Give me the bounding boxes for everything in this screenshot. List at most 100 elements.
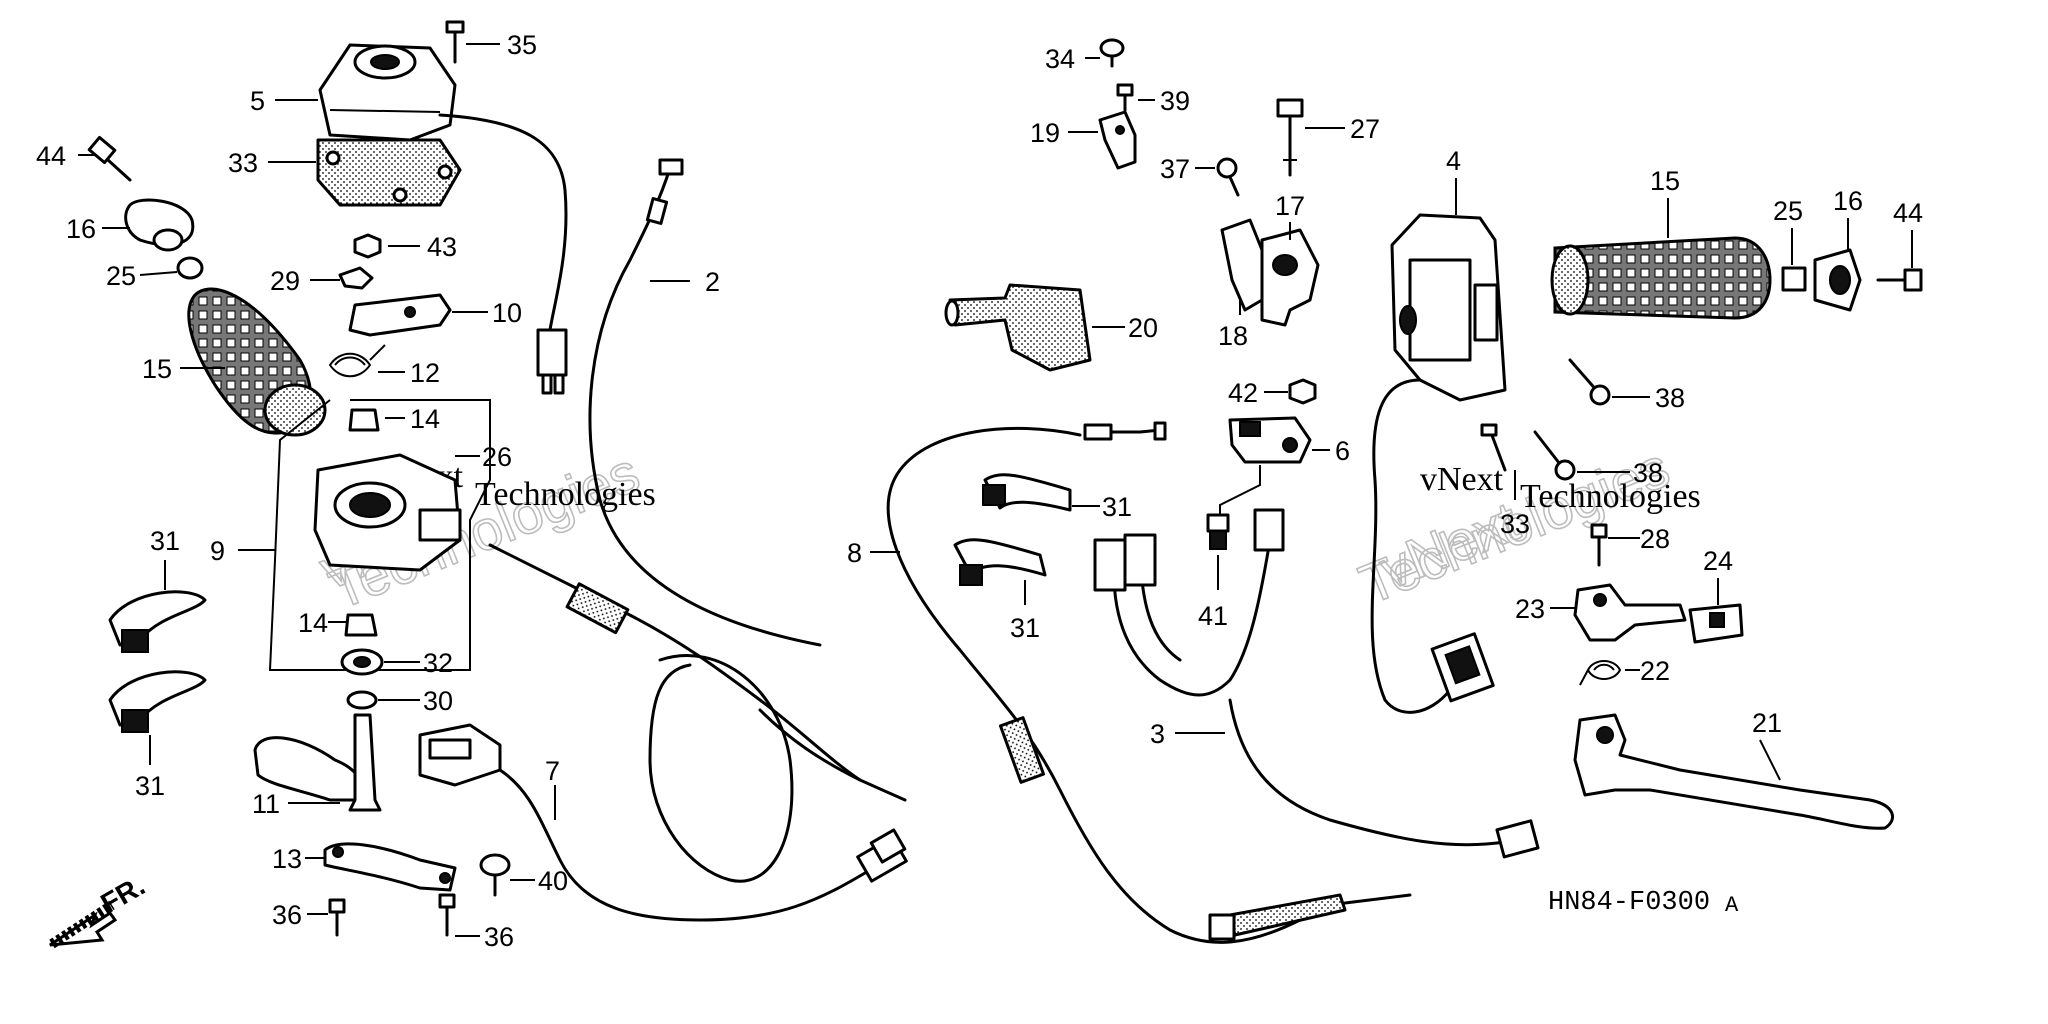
part-2-cable-end[interactable] xyxy=(645,158,684,225)
part-10-plate[interactable] xyxy=(348,293,452,337)
throttle-cable-loop xyxy=(648,654,794,883)
part-12-spring[interactable] xyxy=(328,344,386,378)
part-8-cable[interactable] xyxy=(886,426,1302,944)
label-13: 13 xyxy=(272,844,302,874)
part-29-stopper[interactable] xyxy=(338,266,374,290)
part-44-bolt-left[interactable] xyxy=(87,135,132,182)
part-44-bolt-right[interactable] xyxy=(1876,268,1923,292)
part-8-upper-fitting[interactable] xyxy=(1083,423,1113,441)
part-2-cable[interactable] xyxy=(588,166,822,647)
part-38-screw-a[interactable] xyxy=(1568,358,1611,406)
part-23-parking-lever[interactable] xyxy=(1573,583,1687,642)
part-7-switch[interactable] xyxy=(418,723,502,787)
label-44b: 44 xyxy=(1893,198,1923,228)
part-36-bolt-a[interactable] xyxy=(328,898,346,937)
label-2: 2 xyxy=(705,267,720,297)
part-43-nut[interactable] xyxy=(353,233,382,259)
part-4-switch-housing[interactable] xyxy=(1390,213,1507,402)
part-31-band-left-top[interactable] xyxy=(108,590,207,653)
label-28: 28 xyxy=(1640,524,1670,554)
label-10: 10 xyxy=(492,298,522,328)
fr-label: FR. xyxy=(96,870,151,919)
part-35-screw[interactable] xyxy=(445,20,465,64)
diagram-code-suffix: A xyxy=(1725,893,1739,918)
part-25-collar-left[interactable] xyxy=(176,256,204,280)
part-42-nut[interactable] xyxy=(1288,378,1317,405)
label-36a: 36 xyxy=(272,900,302,930)
part-16-bar-end-left[interactable] xyxy=(124,198,195,252)
part-22-spring[interactable] xyxy=(1579,660,1622,686)
label-17: 17 xyxy=(1275,191,1305,221)
part-13-plate[interactable] xyxy=(323,842,457,892)
part-30-washer[interactable] xyxy=(346,690,378,710)
label-16a: 16 xyxy=(66,214,96,244)
front-direction-arrow: FR. xyxy=(49,870,151,949)
label-20: 20 xyxy=(1128,313,1158,343)
label-35: 35 xyxy=(507,30,537,60)
part-32-seal[interactable] xyxy=(340,648,384,676)
part-28-pivot-bolt[interactable] xyxy=(1590,523,1608,567)
part-41-switch-pin[interactable] xyxy=(1206,513,1230,550)
label-26: 26 xyxy=(482,442,512,472)
label-29: 29 xyxy=(270,266,300,296)
part-31-band-left-bottom[interactable] xyxy=(108,670,207,733)
part-4-connector[interactable] xyxy=(1430,632,1495,703)
part-21-brake-lever[interactable] xyxy=(1573,713,1895,830)
part-8-lower-adjuster[interactable] xyxy=(1208,893,1347,941)
label-25a: 25 xyxy=(106,261,136,291)
label-15b: 15 xyxy=(1650,166,1680,196)
throttle-cable[interactable] xyxy=(488,543,862,782)
label-18: 18 xyxy=(1218,321,1248,351)
watermark-right-line1: vNext xyxy=(1420,461,1504,498)
label-31d: 31 xyxy=(1010,613,1040,643)
part-4-wire xyxy=(1370,378,1452,714)
part-31-band-mid-top[interactable] xyxy=(982,473,1072,512)
part-20-boot[interactable] xyxy=(944,283,1092,372)
part-25-collar-right[interactable] xyxy=(1781,266,1807,292)
part-38-screw-b[interactable] xyxy=(1533,430,1576,481)
label-22: 22 xyxy=(1640,656,1670,686)
throttle-switch-wire xyxy=(438,113,568,332)
part-11-throttle-lever[interactable] xyxy=(253,713,382,812)
part-33-gasket[interactable] xyxy=(316,138,462,207)
part-36-bolt-b[interactable] xyxy=(438,893,456,937)
throttle-switch-connector[interactable] xyxy=(536,328,568,395)
label-36b: 36 xyxy=(484,922,514,952)
label-14b: 14 xyxy=(298,608,328,638)
label-41: 41 xyxy=(1198,601,1228,631)
label-31a: 31 xyxy=(150,526,180,556)
watermark-right-line2: Technologies xyxy=(1520,478,1701,515)
part-24-lock-plate[interactable] xyxy=(1688,603,1744,644)
part-15-grip-right[interactable] xyxy=(1550,236,1772,320)
label-42: 42 xyxy=(1228,378,1258,408)
part-27-bolt[interactable] xyxy=(1276,98,1304,177)
part-37-screw[interactable] xyxy=(1216,157,1240,197)
part-39-screw[interactable] xyxy=(1116,83,1134,112)
label-34: 34 xyxy=(1045,44,1075,74)
part-9-throttle-housing-body[interactable] xyxy=(313,453,462,572)
label-21: 21 xyxy=(1752,708,1782,738)
part-18-bracket[interactable] xyxy=(1220,218,1264,312)
part-16-bar-end-right[interactable] xyxy=(1813,248,1862,312)
part-14-collar-top[interactable] xyxy=(348,408,380,432)
label-14a: 14 xyxy=(410,404,440,434)
part-31-band-mid-bottom[interactable] xyxy=(953,538,1047,586)
part-14-collar-lower[interactable] xyxy=(344,613,378,637)
throttle-cable-boot[interactable] xyxy=(565,582,630,635)
label-7: 7 xyxy=(545,756,560,786)
part-33-screw-right[interactable] xyxy=(1480,423,1507,472)
part-17-holder[interactable] xyxy=(1260,228,1320,327)
part-5-throttle-housing[interactable] xyxy=(318,43,457,142)
part-7-connector[interactable] xyxy=(856,828,908,883)
label-38b: 38 xyxy=(1633,458,1663,488)
part-19-clamp[interactable] xyxy=(1098,110,1137,170)
part-15-grip-left[interactable] xyxy=(187,287,327,437)
label-37: 37 xyxy=(1160,154,1190,184)
part-34-screw[interactable] xyxy=(1099,38,1125,68)
part-6-switch[interactable] xyxy=(1228,416,1312,464)
part-8-cable-adjuster[interactable] xyxy=(998,716,1046,784)
part-3-wire-harness[interactable] xyxy=(1093,508,1540,859)
label-43: 43 xyxy=(427,232,457,262)
part-40-bolt[interactable] xyxy=(479,853,511,897)
label-39: 39 xyxy=(1160,86,1190,116)
